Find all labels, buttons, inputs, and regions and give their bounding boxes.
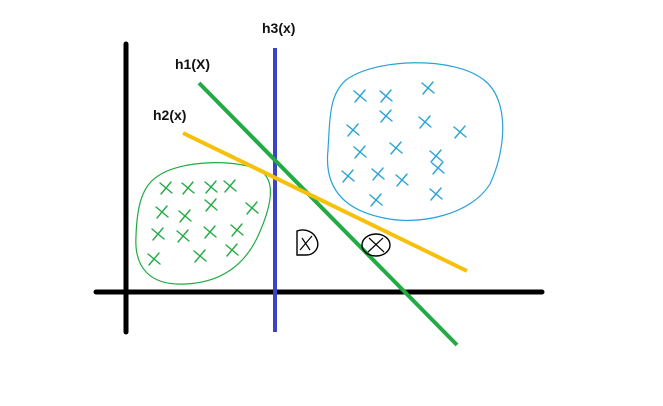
left-cluster-boundary [135,162,271,285]
left-point-8 [245,201,259,215]
left-point-11 [203,225,217,239]
left-point-1 [159,181,173,195]
right-point-11 [341,169,355,183]
right-point-7 [453,125,467,139]
right-point-8 [353,145,367,159]
right-point-9 [389,141,403,155]
right-cluster-points [341,81,467,207]
highlighted-point-b [361,233,391,257]
right-point-4 [346,123,360,137]
left-point-6 [178,209,192,223]
left-point-10 [176,229,190,243]
left-point-15 [225,243,239,257]
right-point-3 [421,81,435,95]
left-point-14 [193,249,207,263]
left-point-5 [155,205,169,219]
left-point-2 [181,181,195,195]
right-point-10 [429,149,443,163]
left-point-12 [230,223,244,237]
left-point-9 [151,227,165,241]
right-point-2 [379,89,393,103]
right-point-15 [369,193,383,207]
left-point-3 [204,180,218,194]
h1-label: h1(X) [175,56,210,72]
left-point-7 [204,198,218,212]
right-point-12 [371,167,385,181]
highlighted-point-a [296,229,319,256]
left-cluster-points [147,179,259,266]
h2-label: h2(x) [153,107,186,123]
right-cluster-boundary [326,62,504,221]
left-point-4 [223,179,237,193]
right-point-16 [429,187,443,201]
left-point-13 [147,252,161,266]
right-point-14 [431,161,445,175]
right-point-6 [418,115,432,129]
right-point-5 [379,109,393,123]
h1-line [197,81,459,347]
right-point-1 [353,89,367,103]
h2-line [182,131,468,273]
right-point-13 [395,173,409,187]
h3-label: h3(x) [262,20,295,36]
